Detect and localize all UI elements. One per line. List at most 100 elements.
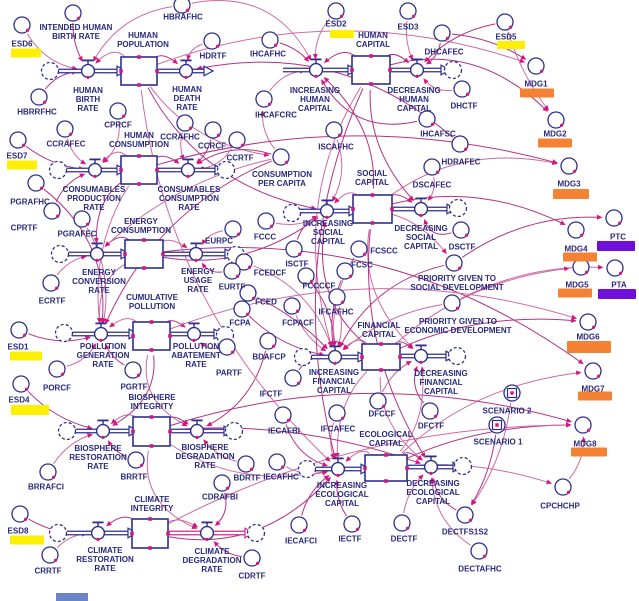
cloud-icon-cl17[interactable]	[48, 523, 68, 543]
scrollbar-fragment[interactable]	[56, 593, 88, 601]
flow-valve-fl_ifc[interactable]	[327, 345, 343, 365]
stock-st_hc[interactable]	[350, 54, 392, 86]
converter-fcscc[interactable]	[350, 240, 368, 258]
converter-cdrtf[interactable]	[243, 549, 261, 567]
converter-mdg8[interactable]	[574, 416, 592, 434]
converter-hbrrfhc[interactable]	[30, 88, 48, 106]
stock-st_pol[interactable]	[131, 320, 172, 352]
converter-dscafec[interactable]	[423, 158, 441, 176]
cloud-icon-cl18[interactable]	[246, 523, 266, 543]
converter-mdg4[interactable]	[567, 221, 585, 239]
converter-hdrtf[interactable]	[203, 32, 221, 50]
flow-valve-fl_isc[interactable]	[319, 199, 335, 219]
flow-valve-fl_eur[interactable]	[188, 242, 204, 262]
converter-ifctf[interactable]	[284, 369, 302, 387]
flow-valve-fl_ccr[interactable]	[180, 158, 196, 178]
converter-iecafhc[interactable]	[268, 453, 286, 471]
flow-valve-fl_hdr[interactable]	[178, 59, 194, 79]
stock-st_cons[interactable]	[119, 154, 159, 186]
stock-st_hp[interactable]	[119, 55, 159, 87]
converter-esd6[interactable]	[13, 16, 31, 34]
converter-ecrtf[interactable]	[42, 274, 60, 292]
converter-ihcafhc[interactable]	[261, 31, 279, 49]
converter-ccrcf[interactable]	[204, 121, 222, 139]
cloud-icon-cl3[interactable]	[48, 160, 68, 180]
converter-dectf[interactable]	[393, 514, 411, 532]
cloud-icon-cl11[interactable]	[293, 347, 313, 367]
converter-ihbr[interactable]	[64, 4, 82, 22]
converter-esd5[interactable]	[496, 13, 514, 31]
cloud-icon-cl2[interactable]	[443, 60, 463, 80]
flow-valve-fl_pgr[interactable]	[93, 322, 109, 342]
converter-fced[interactable]	[239, 284, 257, 302]
converter-partf[interactable]	[218, 338, 236, 356]
cloud-icon-cl12[interactable]	[447, 346, 467, 366]
converter-crrtf[interactable]	[41, 546, 59, 564]
converter-mdg6[interactable]	[579, 313, 597, 331]
converter-dectafhc[interactable]	[470, 542, 488, 560]
converter-cpc[interactable]	[272, 148, 290, 166]
flow-valve-fl_dsc[interactable]	[413, 197, 429, 217]
converter-pgrtf[interactable]	[124, 361, 142, 379]
flow-valve-fl_dfc[interactable]	[413, 344, 429, 364]
converter-bdafcp[interactable]	[259, 332, 277, 350]
converter-ccrafhc[interactable]	[176, 114, 194, 132]
converter-dhcafec[interactable]	[433, 24, 451, 42]
converter-fccccf[interactable]	[297, 267, 315, 285]
converter-esd4[interactable]	[12, 375, 30, 393]
converter-mdg7[interactable]	[584, 362, 602, 380]
flow-valve-fl_dhc[interactable]	[409, 58, 425, 78]
cloud-icon-cl16[interactable]	[453, 456, 473, 476]
scenario-button-scen1[interactable]	[488, 416, 506, 434]
converter-dhctf[interactable]	[453, 80, 471, 98]
converter-ccrafec[interactable]	[56, 120, 74, 138]
converter-fcpacf[interactable]	[283, 297, 301, 315]
converter-ccrtf[interactable]	[228, 131, 246, 149]
converter-mdg2[interactable]	[547, 111, 565, 129]
converter-bdrtf[interactable]	[237, 455, 255, 473]
converter-pgrafhc[interactable]	[27, 174, 45, 192]
converter-mdg3[interactable]	[560, 157, 578, 175]
cloud-icon-cl4[interactable]	[216, 160, 236, 180]
converter-fcedcf[interactable]	[235, 253, 253, 271]
flow-valve-fl_cdr[interactable]	[199, 521, 215, 542]
flow-valve-fl_hbr[interactable]	[80, 59, 96, 79]
stock-st_bio[interactable]	[131, 415, 172, 448]
cloud-icon-cl13[interactable]	[57, 421, 77, 441]
cloud-icon-cl7[interactable]	[282, 203, 302, 223]
converter-cpchchp[interactable]	[554, 478, 572, 496]
flow-valve-fl_ihc[interactable]	[308, 58, 324, 78]
converter-ptc[interactable]	[605, 209, 623, 227]
converter-esd1[interactable]	[10, 321, 28, 339]
converter-ifcafhc[interactable]	[328, 288, 346, 306]
converter-cdrafbi[interactable]	[213, 474, 231, 492]
cloud-icon-cl14[interactable]	[224, 421, 244, 441]
converter-pgrafec[interactable]	[73, 210, 91, 228]
converter-pgsd[interactable]	[445, 254, 463, 272]
converter-dfccf[interactable]	[369, 392, 387, 410]
flow-valve-fl_par[interactable]	[186, 322, 202, 342]
converter-hdrafec[interactable]	[451, 135, 469, 153]
converter-mdg1[interactable]	[527, 57, 545, 75]
converter-cprcf[interactable]	[109, 102, 127, 120]
converter-ihcafcrc[interactable]	[255, 90, 273, 108]
cloud-icon-cl9[interactable]	[54, 323, 74, 343]
converter-esd8[interactable]	[11, 505, 29, 523]
converter-isctf[interactable]	[285, 240, 303, 258]
converter-dfctf[interactable]	[421, 402, 439, 420]
converter-fccc[interactable]	[257, 212, 275, 230]
converter-pta[interactable]	[606, 259, 624, 277]
converter-ifcafec[interactable]	[328, 404, 346, 422]
converter-porcf[interactable]	[48, 360, 66, 378]
converter-cprtf[interactable]	[43, 202, 61, 220]
cloud-icon-cl15[interactable]	[297, 459, 317, 479]
flow-valve-fl_cpr[interactable]	[87, 158, 103, 178]
converter-hbrafhc[interactable]	[173, 0, 191, 14]
flow-valve-fl_ecr[interactable]	[89, 242, 105, 262]
flow-valve-fl_bdr[interactable]	[189, 419, 205, 439]
converter-brrafci[interactable]	[39, 463, 57, 481]
converter-esd2[interactable]	[327, 2, 345, 20]
converter-iectf[interactable]	[343, 515, 361, 533]
stock-st_en[interactable]	[123, 238, 165, 270]
converter-ihcafsc[interactable]	[418, 110, 436, 128]
